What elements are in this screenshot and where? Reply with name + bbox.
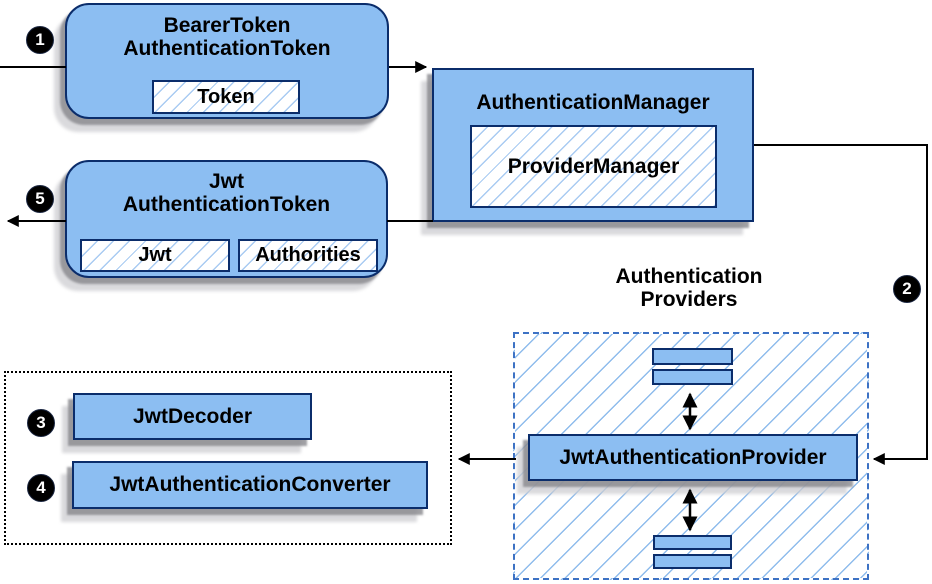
jwt-token-title-line2: AuthenticationToken xyxy=(122,193,331,216)
authentication-providers-title: Authentication Providers xyxy=(589,265,789,311)
jwt-authentication-token-node: Jwt AuthenticationToken Jwt Authorities xyxy=(65,160,388,278)
authentication-manager-node: AuthenticationManager ProviderManager xyxy=(432,68,754,222)
authentication-providers-title-line1: Authentication xyxy=(615,265,763,288)
authorities-chip-label: Authorities xyxy=(255,244,361,266)
step-2-badge: 2 xyxy=(893,275,921,303)
authentication-providers-title-line2: Providers xyxy=(640,288,738,311)
token-chip-label: Token xyxy=(197,85,255,108)
step-1-badge: 1 xyxy=(26,26,54,54)
bearer-token-title-line2: AuthenticationToken xyxy=(123,37,331,60)
authentication-manager-title: AuthenticationManager xyxy=(476,91,710,114)
provider-manager-chip-label: ProviderManager xyxy=(507,154,680,178)
provider-manager-chip: ProviderManager xyxy=(470,125,717,208)
jwt-token-node-title: Jwt AuthenticationToken xyxy=(67,162,386,216)
provider-slot-bar-bottom-1 xyxy=(653,535,732,550)
jwt-decoder-label: JwtDecoder xyxy=(132,404,253,428)
token-chip: Token xyxy=(152,80,300,114)
jwt-authentication-converter-label: JwtAuthenticationConverter xyxy=(109,473,391,496)
jwt-chip: Jwt xyxy=(80,239,230,272)
jwt-decoder-node: JwtDecoder xyxy=(73,393,312,440)
jwt-chip-label: Jwt xyxy=(138,244,172,266)
jwt-authentication-provider-label: JwtAuthenticationProvider xyxy=(559,445,827,469)
jwt-authentication-provider-node: JwtAuthenticationProvider xyxy=(528,434,858,481)
bearer-token-node-title: BearerToken AuthenticationToken xyxy=(67,5,387,60)
step-3-badge: 3 xyxy=(27,409,55,437)
provider-slot-bar-bottom-2 xyxy=(653,554,732,569)
step-5-badge: 5 xyxy=(26,185,54,213)
provider-slot-bar-top-1 xyxy=(652,348,733,365)
bearer-token-title-line1: BearerToken xyxy=(163,14,291,37)
provider-slot-bar-top-2 xyxy=(652,369,733,385)
jwt-token-title-line1: Jwt xyxy=(208,170,244,193)
step-4-badge: 4 xyxy=(27,474,55,502)
jwt-authentication-converter-node: JwtAuthenticationConverter xyxy=(72,461,428,509)
authorities-chip: Authorities xyxy=(238,239,378,272)
bearer-token-authentication-token-node: BearerToken AuthenticationToken Token xyxy=(65,3,389,119)
